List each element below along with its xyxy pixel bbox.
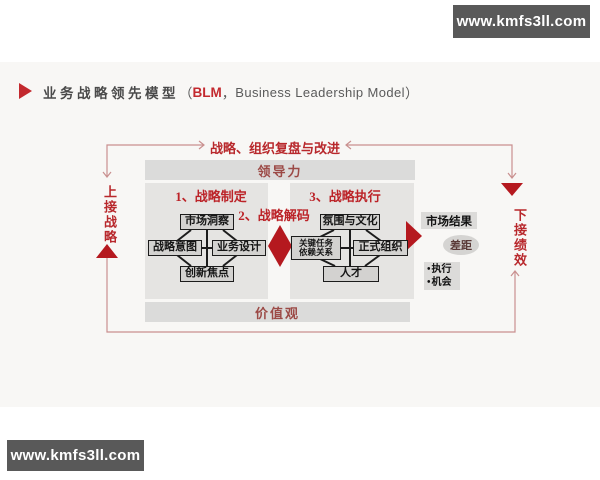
box-key-tasks-line1: 关键任务 [298, 238, 333, 249]
bullet-icon: • [427, 277, 431, 288]
box-market-insight: 市场洞察 [180, 214, 234, 230]
title-paren-close: ） [404, 86, 419, 101]
box-business-design: 业务设计 [212, 240, 266, 256]
title-chinese: 业务战略领先模型 [43, 86, 179, 101]
heading-strategy-formulation: 1、战略制定 [175, 189, 247, 204]
box-talent: 人才 [323, 266, 379, 282]
title-abbr: BLM [192, 84, 222, 100]
page-title: 业务战略领先模型 （ BLM ， Business Leadership Mod… [43, 83, 419, 102]
box-formal-organization: 正式组织 [353, 240, 408, 256]
bullet-label: 执行 [431, 264, 452, 275]
values-bar: 价值观 [145, 302, 410, 322]
title-english: Business Leadership Model [235, 84, 405, 100]
watermark-bottom-text: www.kmfs3ll.com [10, 447, 141, 464]
title-bullet-triangle-icon [19, 83, 32, 99]
leadership-label: 领导力 [257, 163, 303, 179]
box-key-tasks: 关键任务 依赖关系 [291, 236, 341, 260]
loop-left-label: 上接战略 [102, 185, 117, 245]
heading-strategy-execution: 3、战略执行 [309, 189, 381, 204]
watermark-top-text: www.kmfs3ll.com [456, 13, 587, 30]
ellipse-gap: 差距 [443, 235, 479, 255]
loop-right-label: 下接绩效 [512, 208, 527, 268]
bullet-item: • 执行 [427, 263, 452, 276]
bullet-item: • 机会 [427, 276, 452, 289]
title-separator: ， [221, 86, 236, 101]
heading-strategy-decoding: 2、战略解码 [238, 208, 310, 223]
bullet-icon: • [427, 264, 431, 275]
box-strategic-intent: 战略意图 [148, 240, 202, 256]
bullet-label: 机会 [431, 277, 452, 288]
box-key-tasks-line2: 依赖关系 [298, 247, 333, 257]
watermark-top: www.kmfs3ll.com [453, 5, 590, 38]
box-market-results: 市场结果 [421, 212, 477, 229]
box-climate-culture: 氛围与文化 [320, 214, 380, 230]
box-execution-opportunity: • 执行 • 机会 [424, 262, 460, 290]
leadership-bar: 领导力 [145, 160, 415, 180]
box-innovation-focus: 创新焦点 [180, 266, 234, 282]
loop-top-label: 战略、组织复盘与改进 [209, 141, 340, 156]
values-label: 价值观 [254, 305, 300, 321]
watermark-bottom: www.kmfs3ll.com [7, 440, 144, 471]
title-paren-open: （ [179, 86, 193, 101]
